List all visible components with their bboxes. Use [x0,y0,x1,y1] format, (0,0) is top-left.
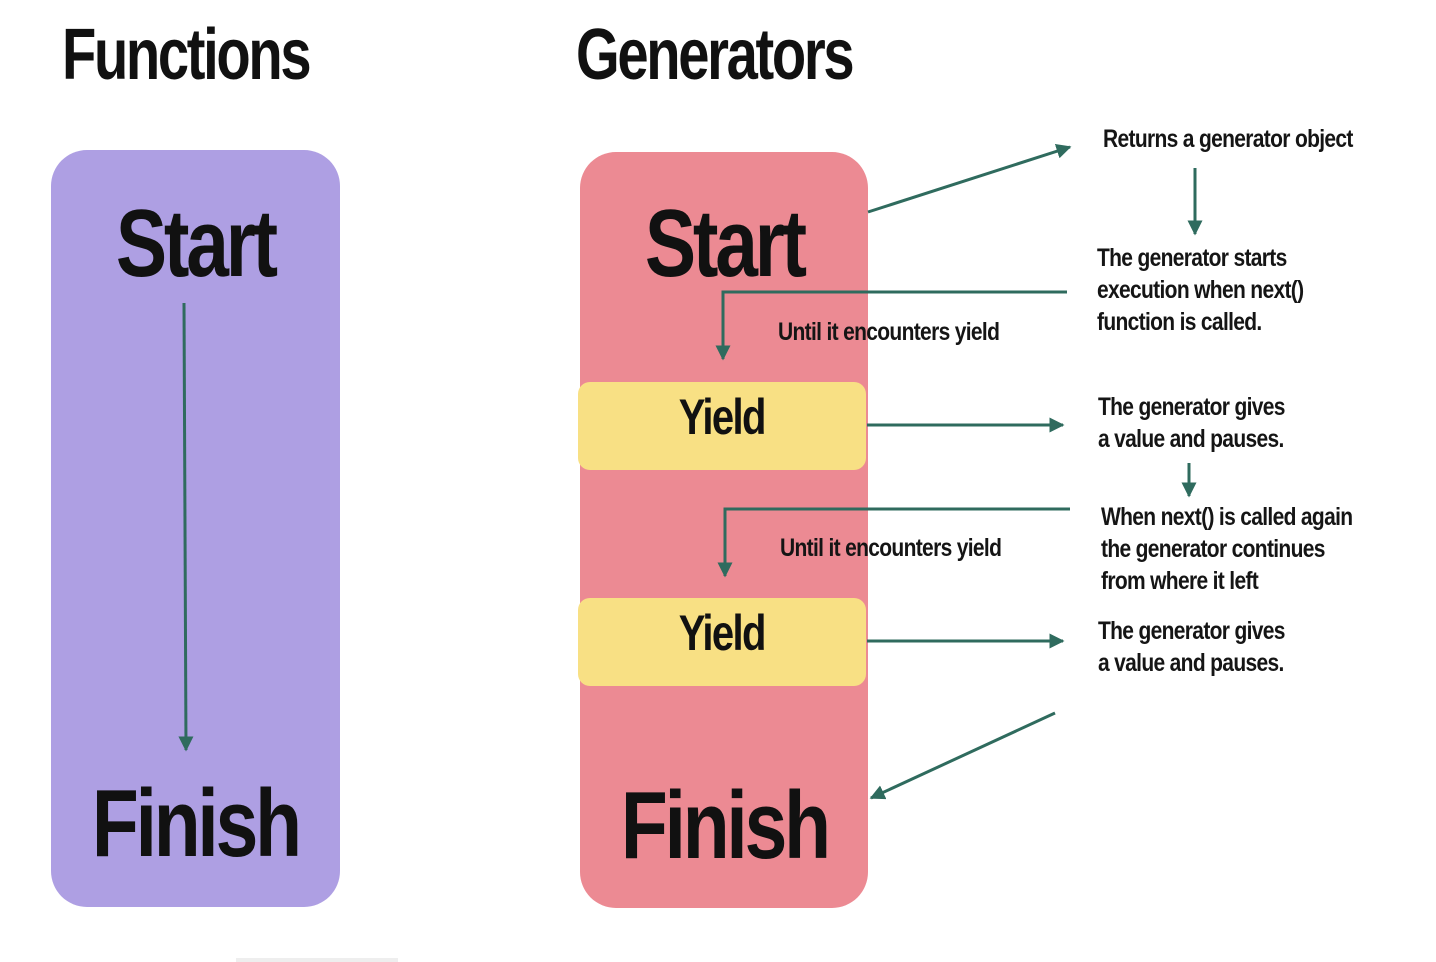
start-to-returns-arrow [867,143,1072,214]
end-to-finish-arrow [869,711,1056,800]
note-generator-starts-line-3: function is called. [1097,308,1262,336]
note-returns-generator-object: Returns a generator object [1103,125,1353,153]
note-generator-starts-line-1: The generator starts [1097,244,1287,272]
note-gives-value-1-line-1: The generator gives [1098,393,1285,421]
yield-label-2: Yield [678,605,767,661]
note-generator-continues: When next() is called again the generato… [1101,501,1353,597]
yield-box-1: Yield [578,382,866,470]
generators-finish-label: Finish [620,772,831,879]
note-gives-value-1-line-2: a value and pauses. [1098,425,1284,453]
note-generator-continues-line-1: When next() is called again [1101,503,1353,531]
functions-start-label: Start [116,190,278,297]
note-generator-continues-line-2: the generator continues [1101,535,1325,563]
yield-label-1: Yield [678,389,767,445]
generators-panel: Start Finish [580,152,868,908]
until-yield-label-1: Until it encounters yield [778,318,1000,346]
note-gives-value-2-line-1: The generator gives [1098,617,1285,645]
note-generator-starts: The generator starts execution when next… [1097,242,1304,338]
yield-box-2: Yield [578,598,866,686]
divider-bar [236,958,398,962]
note-gives-value-1: The generator gives a value and pauses. [1098,391,1285,455]
generators-start-label: Start [644,190,807,297]
functions-finish-label: Finish [92,770,302,877]
note-generator-continues-line-3: from where it left [1101,567,1259,595]
note-generator-starts-line-2: execution when next() [1097,276,1304,304]
functions-panel: Start Finish [51,150,340,907]
until-yield-label-2: Until it encounters yield [780,534,1002,562]
functions-title: Functions [62,15,312,95]
note-gives-value-2-line-2: a value and pauses. [1098,649,1284,677]
generators-title: Generators [576,15,855,95]
note-gives-value-2: The generator gives a value and pauses. [1098,615,1285,679]
